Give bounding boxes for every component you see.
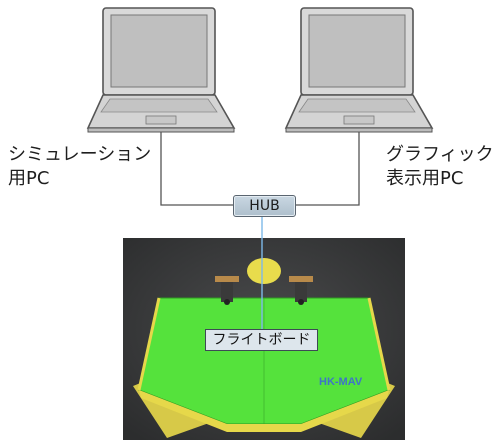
wire-left-pc-to-hub [160, 130, 234, 206]
aircraft-marking: HK-MAV [319, 376, 363, 388]
simulation-pc-laptop-icon [86, 6, 236, 134]
graphics-pc-laptop-icon [284, 6, 434, 134]
simulation-pc-label-line1: シミュレーション [8, 144, 152, 165]
simulation-pc-label: シミュレーション 用PC [8, 143, 151, 191]
graphics-pc-label-line2: 表示用PC [386, 168, 464, 189]
wire-right-pc-to-hub [294, 130, 360, 206]
hub-node: HUB [233, 195, 296, 217]
graphics-pc-label: グラフィック 表示用PC [386, 143, 494, 191]
mav-aircraft-photo: HK-MAV [123, 238, 405, 440]
flight-board-node: フライトボード [205, 329, 318, 351]
graphics-pc-label-line1: グラフィック [386, 144, 494, 165]
simulation-pc-label-line2: 用PC [8, 168, 50, 189]
